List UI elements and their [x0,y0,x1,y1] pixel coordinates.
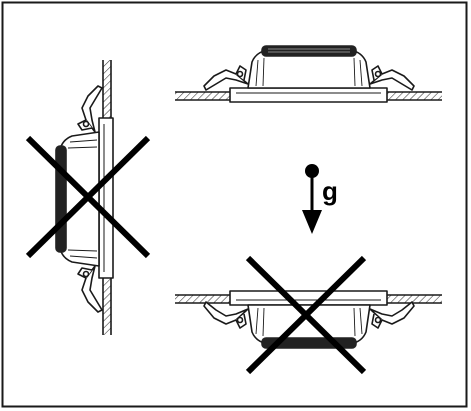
wall-slab [102,60,112,335]
mounting-clamp-left [203,65,249,91]
ceiling-mount-upright [175,45,442,103]
gravity-origin-dot [305,164,319,178]
trim-ring [98,117,114,279]
gravity-arrow-head [302,210,322,234]
trim-ring [229,87,388,103]
mounting-clamp-bottom [77,265,103,313]
gravity-indicator: g [302,164,338,234]
ceiling-mount-inverted [175,290,442,349]
speaker-grille [261,45,357,57]
gravity-label: g [322,176,338,206]
incorrect-mark-inverted [245,255,367,375]
mounting-clamp-top [77,85,103,133]
mounting-clamp-left [203,301,249,329]
mounting-clamp-right [369,301,415,329]
speaker-grille [55,145,67,253]
mounting-clamp-right [369,65,415,91]
trim-ring [229,290,388,306]
incorrect-mark-wall [25,135,151,259]
